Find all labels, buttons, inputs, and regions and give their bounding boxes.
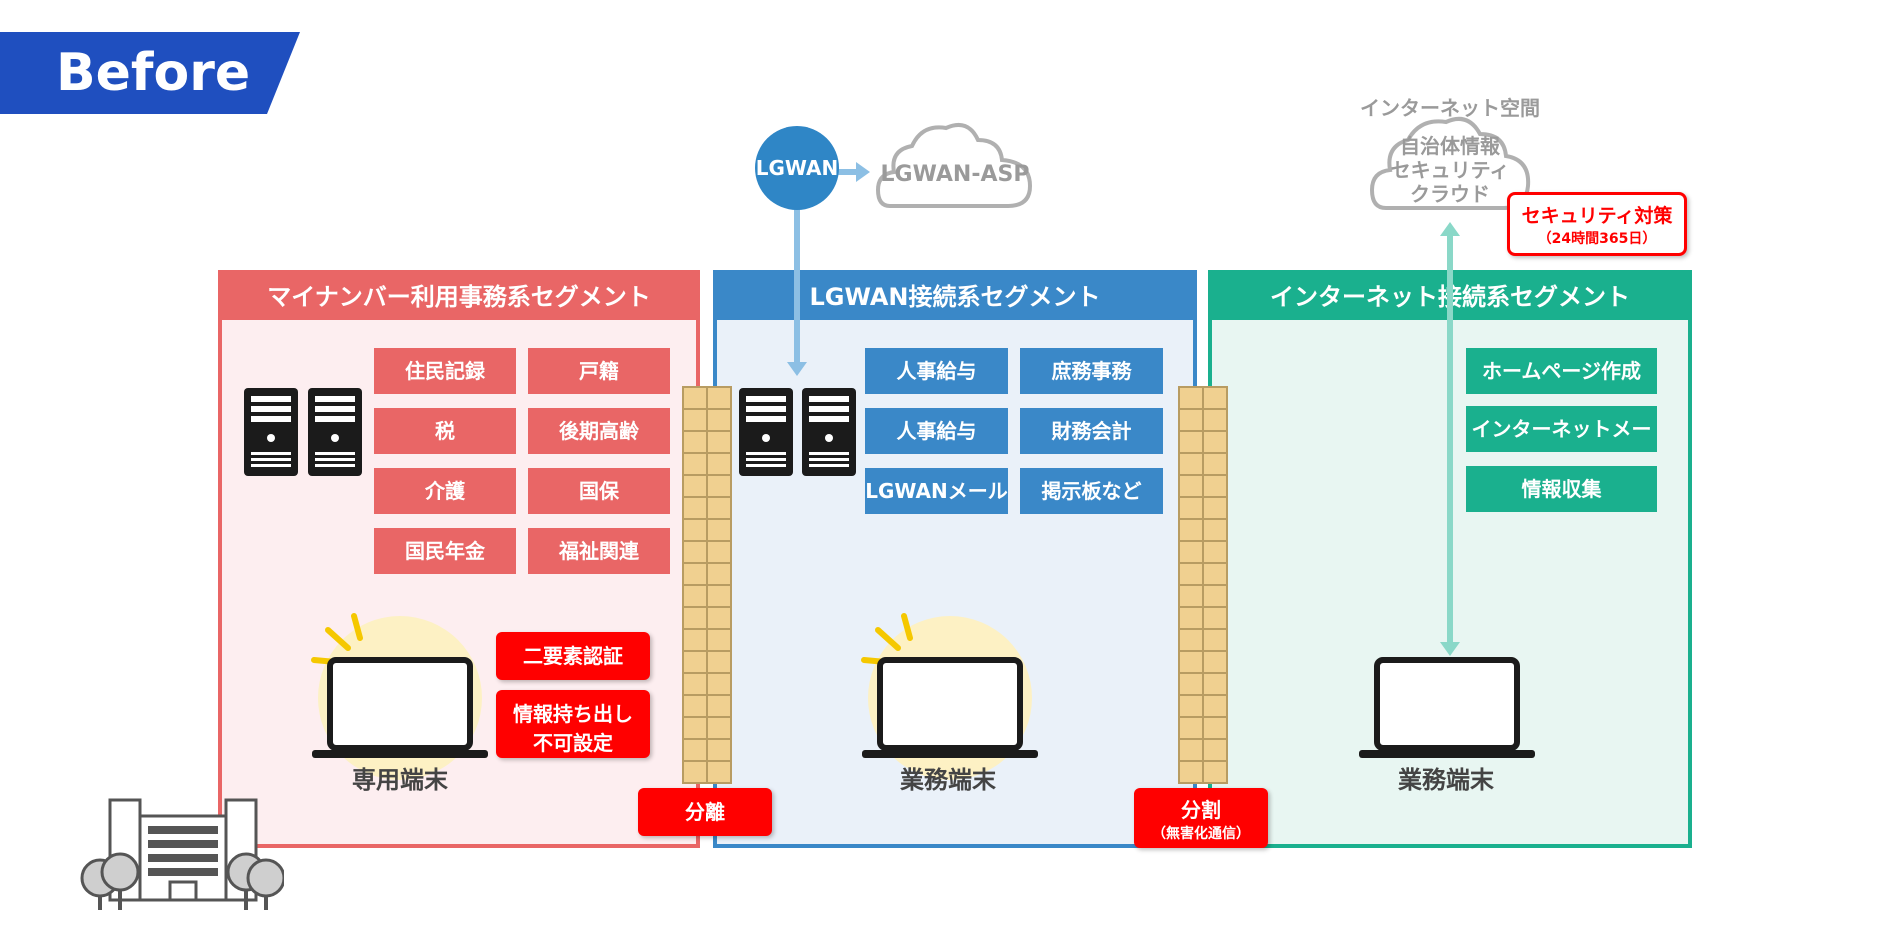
arrow-down-icon — [787, 362, 807, 376]
info-takeout-badge: 情報持ち出し 不可設定 — [496, 690, 650, 758]
division-sublabel: （無害化通信） — [1152, 826, 1250, 842]
separation-badge: 分離 — [638, 788, 772, 836]
cloud-label-1: 自治体情報 — [1400, 134, 1500, 158]
lgwan-asp-label: LGWAN-ASP — [880, 162, 1030, 187]
tile-bulletin-board: 掲示板など — [1020, 468, 1163, 514]
lgwan-node: LGWAN — [755, 126, 839, 210]
server-icon — [308, 388, 362, 476]
server-icon — [802, 388, 856, 476]
firewall-icon — [682, 386, 732, 784]
laptop-icon — [1359, 657, 1535, 758]
tile-resident-record: 住民記録 — [374, 348, 516, 394]
cloud-icon — [875, 123, 1033, 208]
tile-personnel-salary-2: 人事給与 — [865, 408, 1008, 454]
two-factor-auth-badge: 二要素認証 — [496, 632, 650, 680]
cloud-label-2: セキュリティ — [1390, 158, 1510, 182]
tile-homepage: ホームページ作成 — [1466, 348, 1657, 394]
cloud-label-3: クラウド — [1410, 182, 1490, 206]
info-takeout-line1: 情報持ち出し — [513, 702, 633, 726]
tile-national-pension: 国民年金 — [374, 528, 516, 574]
security-title: セキュリティ対策 — [1521, 205, 1673, 227]
tile-lgwan-mail: LGWANメール — [865, 468, 1008, 514]
tile-general-affairs: 庶務事務 — [1020, 348, 1163, 394]
cloud-icon — [1369, 117, 1531, 210]
tile-late-elderly: 後期高齢 — [528, 408, 670, 454]
arrow-up-icon — [1440, 222, 1460, 236]
server-icon — [739, 388, 793, 476]
tile-national-insurance: 国保 — [528, 468, 670, 514]
division-label: 分割 — [1181, 798, 1221, 822]
server-icon — [244, 388, 298, 476]
info-takeout-line2: 不可設定 — [533, 731, 613, 755]
tile-welfare: 福祉関連 — [528, 528, 670, 574]
arrow-right-icon — [856, 162, 870, 182]
page-title: Before — [0, 32, 300, 114]
tile-family-register: 戸籍 — [528, 348, 670, 394]
tile-info-gathering: 情報収集 — [1466, 466, 1657, 512]
internet-space-label: インターネット空間 — [1360, 96, 1540, 120]
laptop-icon — [311, 613, 488, 780]
laptop-icon — [861, 613, 1038, 780]
terminal-label-internet: 業務端末 — [1398, 766, 1494, 794]
security-box: セキュリティ対策 （24時間365日） — [1507, 192, 1687, 256]
building-icon — [80, 798, 284, 910]
tile-personnel-salary: 人事給与 — [865, 348, 1008, 394]
tile-internet-mail: インターネットメール — [1466, 406, 1657, 487]
tile-financial-accounting: 財務会計 — [1020, 408, 1163, 454]
terminal-label-lgwan: 業務端末 — [900, 766, 996, 794]
tile-tax: 税 — [374, 408, 516, 454]
firewall-icon — [1178, 386, 1228, 784]
segment-mynumber-title: マイナンバー利用事務系セグメント — [222, 274, 696, 320]
division-badge: 分割 （無害化通信） — [1134, 788, 1268, 848]
terminal-label-mynumber: 専用端末 — [352, 766, 448, 794]
security-subtitle: （24時間365日） — [1537, 231, 1657, 247]
arrow-down-icon — [1440, 642, 1460, 656]
tile-care: 介護 — [374, 468, 516, 514]
